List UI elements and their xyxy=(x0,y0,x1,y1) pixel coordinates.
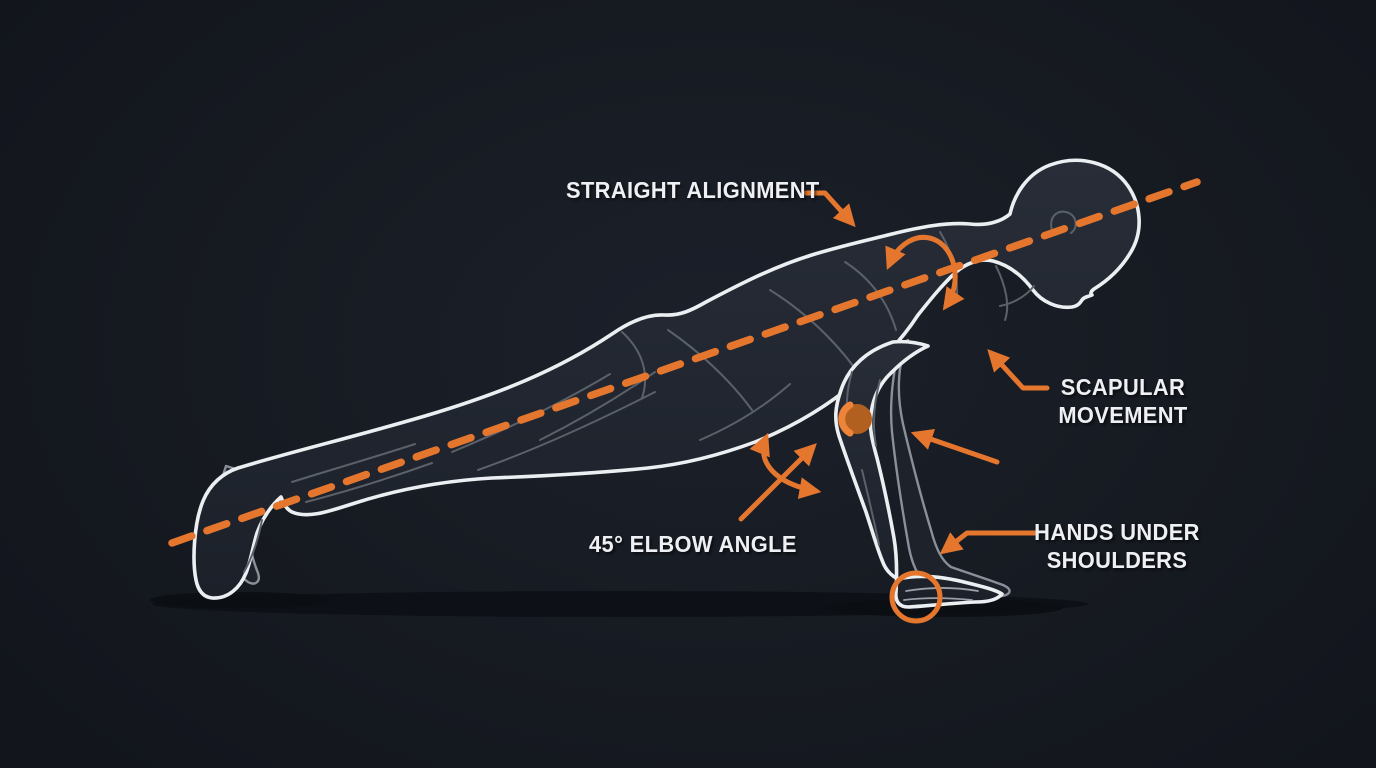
label-hands-under-shoulders: HANDS UNDER SHOULDERS xyxy=(1034,518,1200,574)
foot-shadow xyxy=(150,592,330,608)
annotation-arrows xyxy=(738,190,1050,555)
scapular-movement-arrow xyxy=(987,348,1050,391)
shoulder-rotation-arc xyxy=(885,235,965,311)
label-scapular-movement-line2: MOVEMENT xyxy=(1058,402,1188,428)
ear-line xyxy=(1050,210,1077,234)
hands-under-shoulders-arrow xyxy=(939,530,1038,555)
wrist-circle-highlight xyxy=(889,570,943,624)
label-hands-line2: SHOULDERS xyxy=(1046,547,1188,573)
label-hands-line1: HANDS UNDER xyxy=(1034,519,1200,545)
label-scapular-movement: SCAPULAR MOVEMENT xyxy=(1058,373,1187,429)
label-elbow-angle: 45° ELBOW ANGLE xyxy=(589,531,797,557)
label-scapular-movement-line1: SCAPULAR xyxy=(1060,374,1186,400)
forearm-arrow xyxy=(910,428,1000,465)
arm-detail-lines xyxy=(845,371,979,601)
straight-alignment-arrow xyxy=(803,190,856,228)
elbow-angle-arc xyxy=(749,432,822,499)
elbow-angle-arrow xyxy=(738,443,817,522)
hand-shadow xyxy=(827,599,1063,617)
figure-far-arm xyxy=(889,338,1011,599)
elbow-joint-marker xyxy=(838,401,872,437)
label-straight-alignment: STRAIGHT ALIGNMENT xyxy=(566,177,820,203)
alignment-dashed-line xyxy=(168,178,1201,547)
